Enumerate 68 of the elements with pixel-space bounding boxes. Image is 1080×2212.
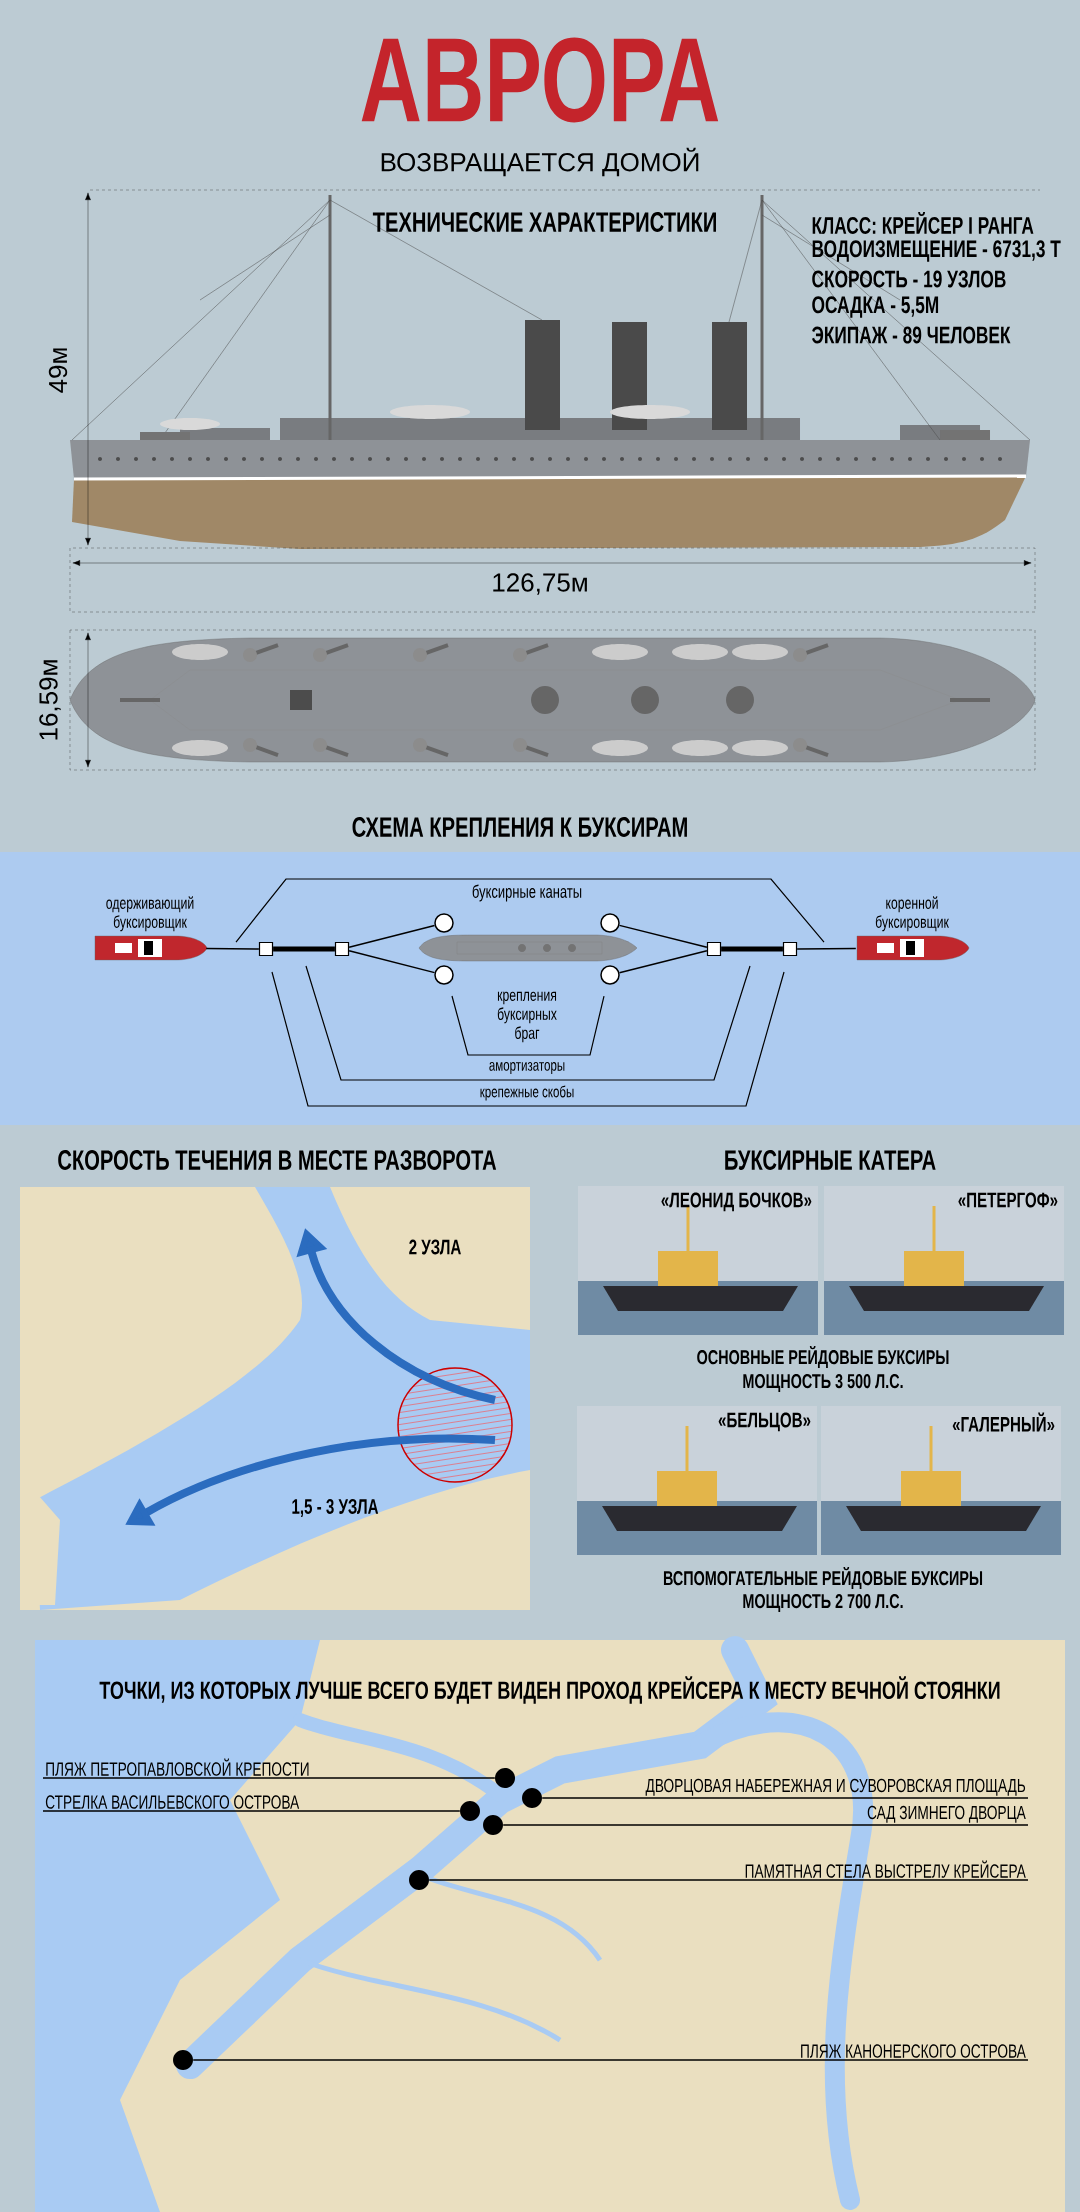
location-dot bbox=[495, 1768, 515, 1788]
title: АВРОРА bbox=[361, 37, 719, 123]
leader-line bbox=[42, 1777, 496, 1779]
spec-text: КЛАСС: КРЕЙСЕР I РАНГА bbox=[812, 212, 1034, 234]
section-heading: ТОЧКИ, ИЗ КОТОРЫХ ЛУЧШЕ ВСЕГО БУДЕТ ВИДЕН ПРОХОД КРЕЙСЕРА К МЕСТУ ВЕЧНОЙ СТОЯНКИ bbox=[99, 1676, 1000, 1704]
bracket-label: крепления буксирных браг bbox=[497, 991, 557, 1043]
shackle-square bbox=[258, 941, 274, 957]
mount-circle bbox=[600, 913, 620, 933]
tow-rope bbox=[348, 950, 436, 974]
dimension-label: 126,75м bbox=[493, 573, 587, 595]
leader-line bbox=[541, 1797, 1029, 1799]
shackle-square bbox=[706, 941, 722, 957]
mount-circle bbox=[434, 913, 454, 933]
section-heading: СКОРОСТЬ ТЕЧЕНИЯ В МЕСТЕ РАЗВОРОТА bbox=[58, 1150, 497, 1170]
location-dot bbox=[409, 1870, 429, 1890]
subtitle: ВОЗВРАЩАЕТСЯ ДОМОЙ bbox=[381, 147, 699, 177]
leader-line bbox=[192, 2059, 1029, 2061]
speed-label: 1,5 - 3 УЗЛА bbox=[292, 1499, 379, 1517]
tug-boat: коренной буксировщик bbox=[856, 896, 970, 961]
tow-rope bbox=[618, 950, 708, 974]
leader-line bbox=[428, 1879, 1029, 1881]
photo-caption: МОЩНОСТЬ 2 700 Л.С. bbox=[743, 1594, 903, 1612]
node-label: одерживающий буксировщик bbox=[106, 896, 194, 932]
spec-text: ЭКИПАЖ - 89 ЧЕЛОВЕК bbox=[812, 326, 1011, 344]
location-dot bbox=[483, 1815, 503, 1835]
bracket-label: буксирные канаты bbox=[472, 884, 582, 902]
place-label: ПАМЯТНАЯ СТЕЛА ВЫСТРЕЛУ КРЕЙСЕРА bbox=[745, 1860, 1026, 1878]
shackle-square bbox=[782, 941, 798, 957]
place-label: ДВОРЦОВАЯ НАБЕРЕЖНАЯ И СУВОРОВСКАЯ ПЛОЩАДЬ bbox=[645, 1778, 1026, 1796]
spec-text: СКОРОСТЬ - 19 УЗЛОВ bbox=[812, 270, 1006, 288]
tow-rope bbox=[273, 946, 335, 952]
section-heading: СХЕМА КРЕПЛЕНИЯ К БУКСИРАМ bbox=[352, 817, 687, 837]
photo: «ЛЕОНИД БОЧКОВ» bbox=[578, 1186, 818, 1335]
speed-label: 2 УЗЛА bbox=[409, 1239, 461, 1255]
photo-caption: ВСПОМОГАТЕЛЬНЫЕ РЕЙДОВЫЕ БУКСИРЫ bbox=[663, 1567, 983, 1590]
shackle-square bbox=[334, 941, 350, 957]
location-dot bbox=[173, 2050, 193, 2070]
section-heading: БУКСИРНЫЕ КАТЕРА bbox=[725, 1150, 936, 1170]
photo-caption: ОСНОВНЫЕ РЕЙДОВЫЕ БУКСИРЫ bbox=[697, 1346, 949, 1369]
place-label: САД ЗИМНЕГО ДВОРЦА bbox=[867, 1805, 1026, 1823]
tug-boat: одерживающий буксировщик bbox=[94, 896, 208, 961]
place-label: ПЛЯЖ КАНОНЕРСКОГО ОСТРОВА bbox=[801, 2044, 1026, 2058]
tow-rope bbox=[618, 924, 708, 948]
dimension-label: 49м bbox=[48, 348, 68, 393]
dimension-label: 16,59м bbox=[39, 660, 61, 740]
photo: «БЕЛЬЦОВ» bbox=[577, 1406, 817, 1555]
tow-rope bbox=[205, 947, 260, 950]
photo-caption: МОЩНОСТЬ 3 500 Л.С. bbox=[743, 1374, 903, 1392]
spec-text: ОСАДКА - 5,5М bbox=[812, 296, 939, 318]
photo: «ПЕТЕРГОФ» bbox=[824, 1186, 1064, 1335]
tow-rope bbox=[796, 947, 857, 950]
place-label: ПЛЯЖ ПЕТРОПАВЛОВСКОЙ КРЕПОСТИ bbox=[46, 1758, 309, 1776]
tow-rope bbox=[721, 946, 783, 952]
mount-circle bbox=[600, 965, 620, 985]
ship-top-drawing bbox=[418, 934, 638, 962]
location-dot bbox=[522, 1788, 542, 1808]
photo: «ГАЛЕРНЫЙ» bbox=[821, 1406, 1061, 1555]
mount-circle bbox=[434, 965, 454, 985]
tow-rope bbox=[348, 924, 436, 948]
location-dot bbox=[460, 1801, 480, 1821]
leader-line bbox=[42, 1810, 461, 1812]
node-label: коренной буксировщик bbox=[875, 896, 949, 932]
place-label: СТРЕЛКА ВАСИЛЬЕВСКОГО ОСТРОВА bbox=[45, 1795, 300, 1809]
bracket-label: амортизаторы bbox=[489, 1062, 565, 1074]
leader-line bbox=[502, 1824, 1029, 1826]
spec-text: ВОДОИЗМЕЩЕНИЕ - 6731,3 Т bbox=[812, 240, 1061, 262]
bracket-label: крепежные скобы bbox=[480, 1085, 574, 1101]
section-heading: ТЕХНИЧЕСКИЕ ХАРАКТЕРИСТИКИ bbox=[372, 212, 716, 232]
